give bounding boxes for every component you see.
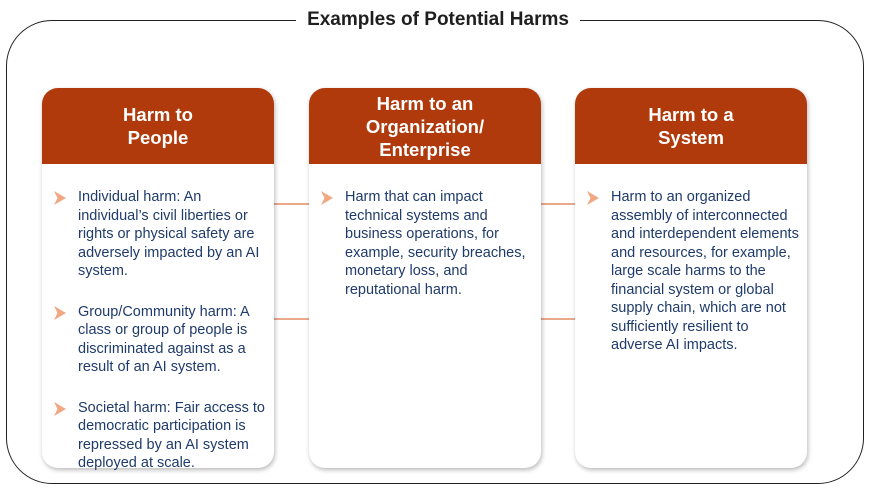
chevron-right-icon	[321, 191, 333, 205]
column-harm-to-people: Harm to People Individual harm: An indiv…	[42, 88, 274, 471]
list-item-text: Societal harm: Fair access to democratic…	[78, 399, 265, 472]
connector-2-3-top	[541, 203, 575, 205]
list-item-text: Individual harm: An individual’s civil l…	[78, 189, 260, 279]
column-header: Harm to a System	[575, 88, 807, 164]
header-line: Enterprise	[379, 138, 471, 160]
chevron-right-icon	[54, 191, 66, 205]
header-line: Harm to	[123, 104, 193, 125]
list-item: Individual harm: An individual’s civil l…	[50, 188, 266, 281]
column-harm-to-system: Harm to a System Harm to an organized as…	[575, 88, 807, 468]
list-item-text: Harm to an organized assembly of interco…	[611, 189, 799, 353]
list-item: Societal harm: Fair access to democratic…	[50, 399, 266, 473]
header-line: Harm to an	[376, 92, 474, 114]
list-item: Group/Community harm: A class or group o…	[50, 303, 266, 377]
connector-2-3-bottom	[541, 318, 575, 320]
chevron-right-icon	[587, 191, 599, 205]
header-line: Harm to a	[648, 104, 734, 125]
column-header: Harm to People	[42, 88, 274, 164]
header-line: System	[658, 127, 724, 148]
connector-1-2-bottom	[274, 318, 309, 320]
chevron-right-icon	[54, 305, 66, 320]
list-item: Harm to an organized assembly of interco…	[583, 188, 799, 355]
list-item-text: Group/Community harm: A class or group o…	[78, 303, 249, 376]
header-line: Organization/	[365, 115, 485, 137]
diagram-title: Examples of Potential Harms	[296, 6, 580, 34]
header-line: People	[127, 127, 189, 148]
chevron-right-icon	[54, 401, 66, 416]
column-harm-to-organization: Harm to an Organization/ Enterprise Harm…	[309, 88, 541, 468]
column-header: Harm to an Organization/ Enterprise	[309, 88, 541, 164]
list-item-text: Harm that can impact technical systems a…	[345, 189, 526, 298]
connector-1-2-top	[274, 203, 309, 205]
list-item: Harm that can impact technical systems a…	[317, 188, 533, 299]
